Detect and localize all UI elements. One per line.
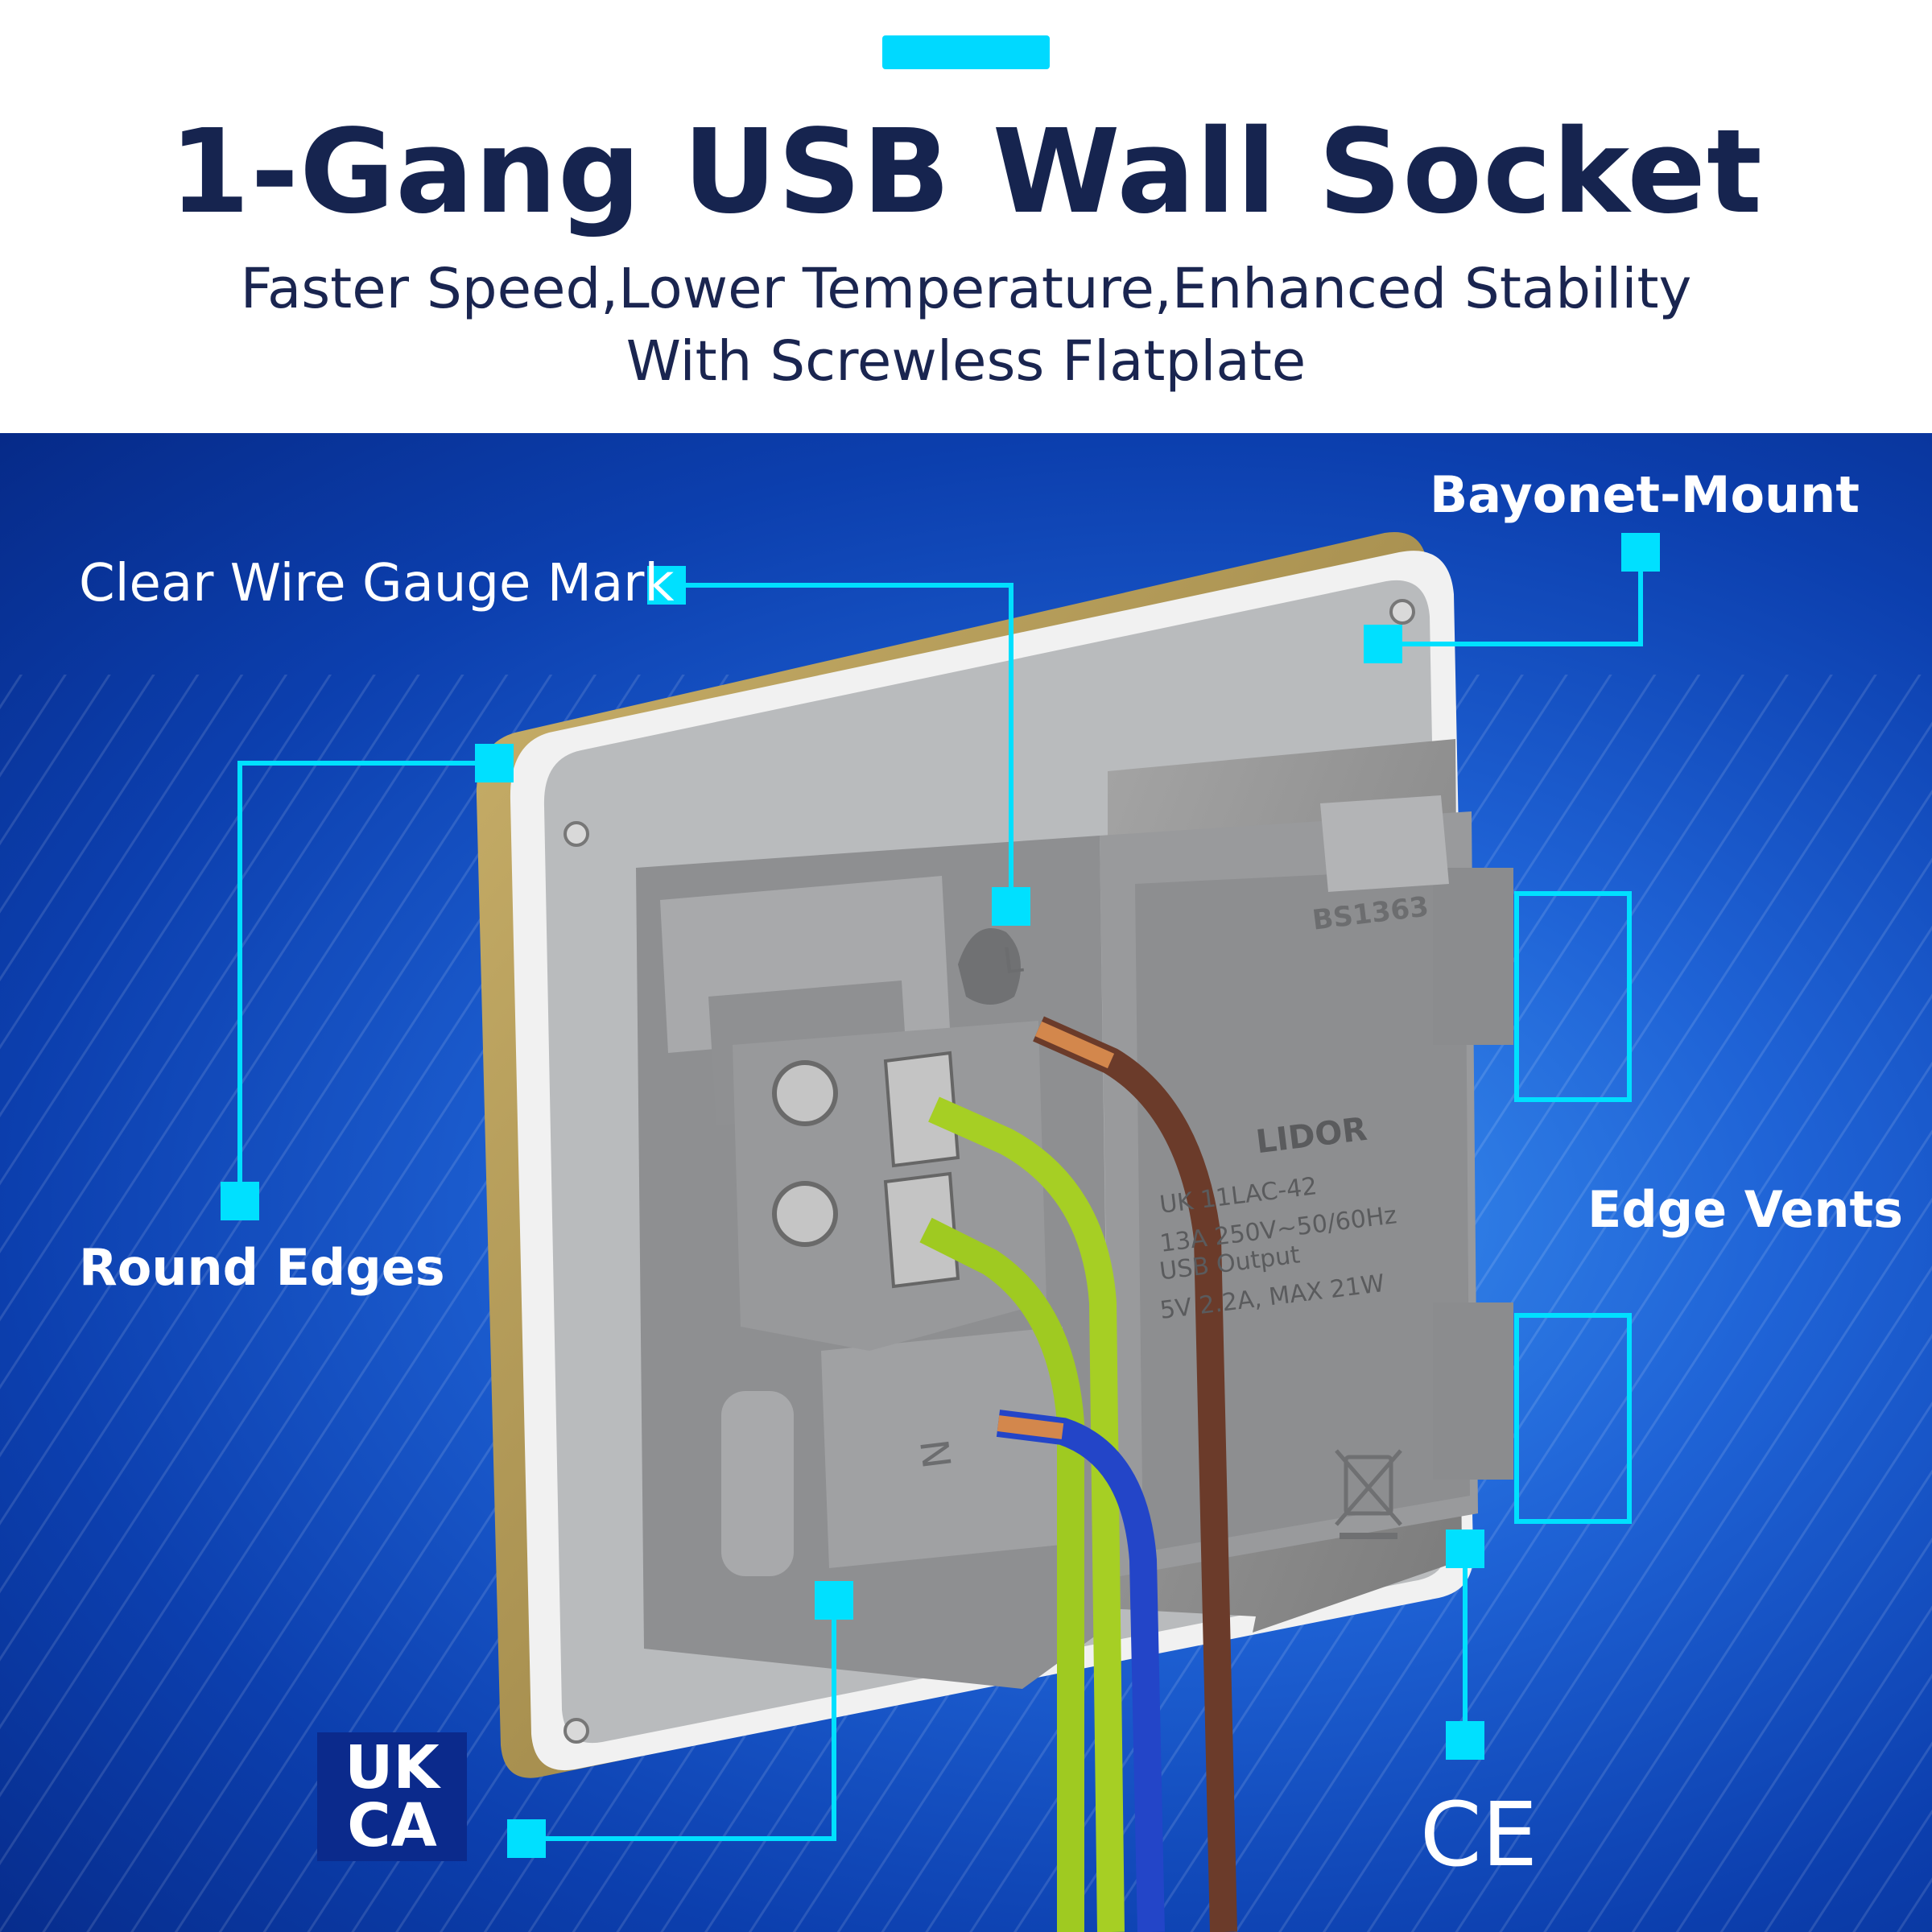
callout-marker-ce-end (1446, 1721, 1484, 1760)
neutral-terminal-label: N (912, 1436, 961, 1472)
callout-marker-wire-gauge-end (992, 887, 1030, 926)
callout-marker-bayonet (1621, 533, 1660, 572)
accent-bar (882, 35, 1050, 69)
ukca-badge-top: UK (345, 1733, 440, 1802)
ukca-mark-icon: UK CA (317, 1732, 467, 1861)
callout-clear-wire-gauge: Clear Wire Gauge Mark (79, 554, 675, 613)
live-screw-icon (772, 1060, 838, 1126)
callout-marker-wire-gauge (647, 566, 686, 605)
page-subtitle: Faster Speed,Lower Temperature,Enhanced … (240, 257, 1692, 394)
callout-bayonet-mount: Bayonet-Mount (1430, 465, 1860, 524)
live-wire-brown (1033, 1016, 1237, 1932)
header: 1-Gang USB Wall Socket Faster Speed,Lowe… (0, 0, 1932, 433)
callout-marker-ukca (815, 1581, 853, 1620)
edge-vent-highlight-top (1514, 891, 1632, 1102)
ce-mark-icon: CE (1419, 1783, 1538, 1886)
terminal-block (733, 928, 1046, 1351)
earth-wire-top (928, 1096, 1125, 1932)
callout-connectors (221, 533, 1660, 1858)
callout-marker-round-edges-end (221, 1182, 259, 1220)
socket-illustration (0, 531, 1932, 1932)
callout-marker-ce (1446, 1530, 1484, 1568)
neutral-wire-blue (996, 1410, 1165, 1932)
crossed-bin-icon (1335, 1449, 1402, 1539)
edge-vent-highlight-bottom (1514, 1313, 1632, 1524)
page-title: 1-Gang USB Wall Socket (169, 104, 1763, 239)
earth-wire-bottom (919, 1217, 1084, 1932)
callout-marker-round-edges (475, 744, 514, 782)
callout-marker-ukca-end (507, 1819, 546, 1858)
wires (919, 1016, 1237, 1932)
product-hero: BS1363 LIDOR L N UK 11LAC-42 13A 250V~50… (0, 433, 1932, 1932)
callout-marker-bayonet-end (1364, 625, 1402, 663)
callout-edge-vents: Edge Vents (1587, 1180, 1904, 1239)
ukca-badge-bottom: CA (347, 1791, 437, 1860)
earth-screw-icon (772, 1181, 838, 1247)
callout-round-edges: Round Edges (79, 1238, 445, 1297)
